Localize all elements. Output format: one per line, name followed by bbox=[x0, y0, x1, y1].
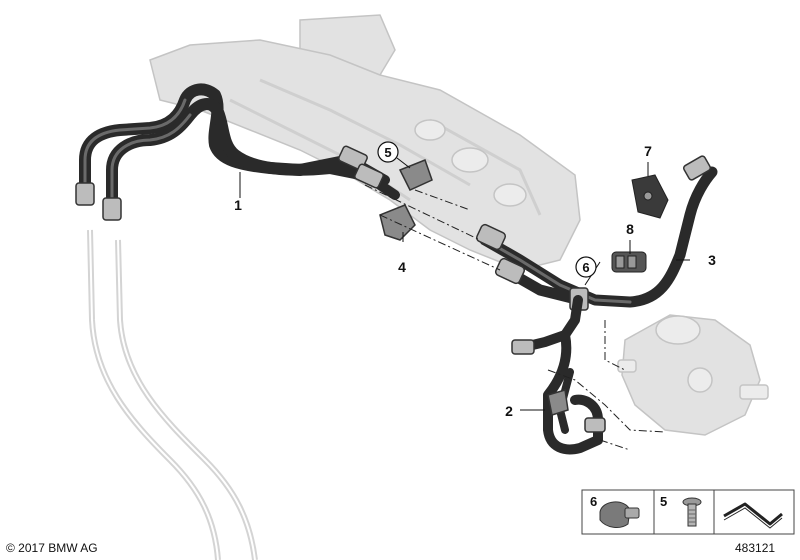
callout-2: 2 bbox=[505, 403, 513, 419]
diagram-number: 483121 bbox=[735, 541, 776, 555]
legend-num-clip: 6 bbox=[590, 494, 597, 509]
copyright-text: © 2017 BMW AG bbox=[6, 541, 98, 555]
callout-4: 4 bbox=[398, 259, 406, 275]
callout-5-circle bbox=[377, 141, 399, 163]
clip-8 bbox=[611, 251, 647, 273]
callout-6-circle bbox=[575, 256, 597, 278]
screw-icon bbox=[682, 497, 702, 527]
callout-1: 1 bbox=[234, 197, 242, 213]
callout-5: 5 bbox=[384, 145, 391, 160]
callout-8: 8 bbox=[626, 221, 634, 237]
callouts: 1 4 5 6 7 8 3 2 bbox=[234, 141, 716, 419]
callout-6: 6 bbox=[582, 260, 589, 275]
bracket-7 bbox=[631, 174, 669, 219]
gasket-icon bbox=[723, 502, 783, 526]
clip-icon bbox=[599, 501, 640, 528]
legend: 6 5 bbox=[581, 489, 795, 535]
hose-1-fittings bbox=[75, 145, 384, 221]
assembly-guide-lines bbox=[364, 184, 666, 451]
hose-2-fittings bbox=[511, 339, 606, 433]
callout-7: 7 bbox=[644, 143, 652, 159]
callout-3: 3 bbox=[708, 252, 716, 268]
high-pressure-pump-ghost bbox=[617, 314, 769, 436]
legend-num-screw: 5 bbox=[660, 494, 667, 509]
